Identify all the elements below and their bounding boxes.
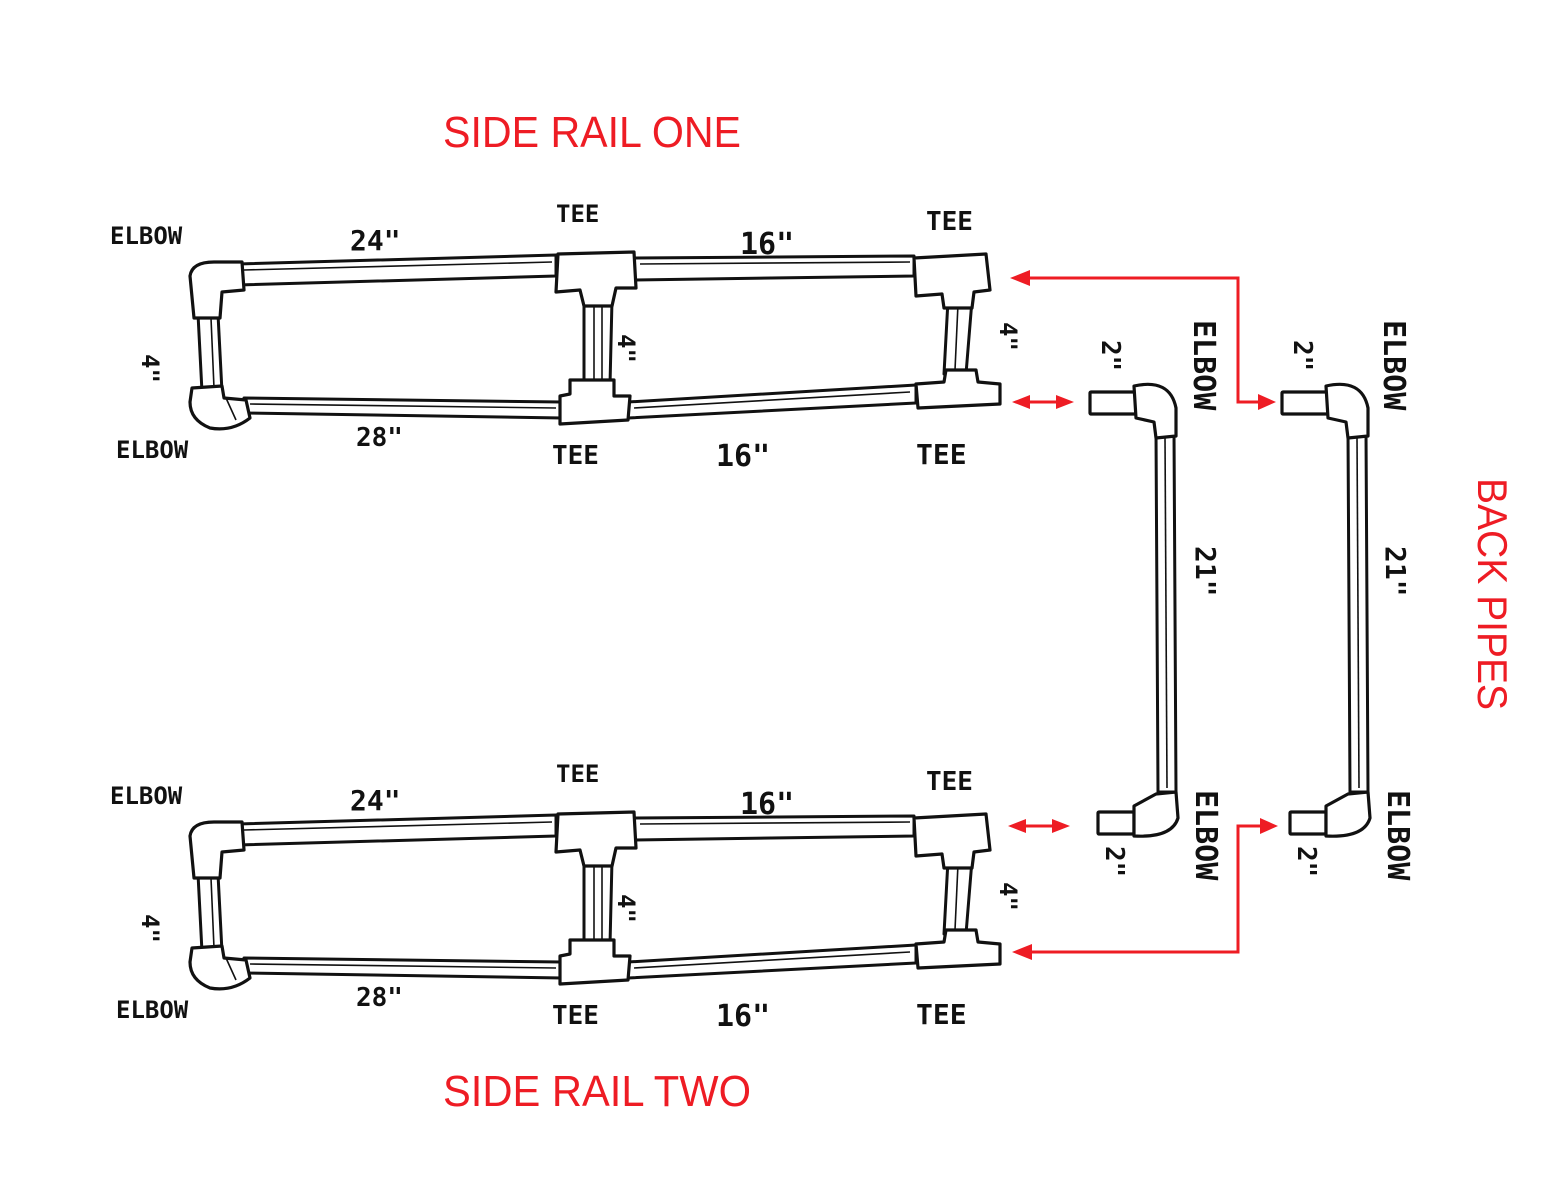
rail1-pipe-28-label: 28"	[356, 423, 403, 453]
rail2-tee-top-middle-label: TEE	[556, 760, 599, 788]
back-right-stub-top-label: 2"	[1287, 340, 1317, 371]
rail2-pipe-4-left-label: 4"	[136, 914, 164, 943]
rail1-pipe-4-left-label: 4"	[136, 354, 164, 383]
back-right-long-label: 21"	[1379, 546, 1412, 597]
rail1-tee-top-middle-label: TEE	[556, 200, 599, 228]
back-right-elbow-bottom-label: ELBOW	[1380, 790, 1415, 881]
title-back-pipes: BACK PIPES	[1469, 478, 1516, 710]
back-right-elbow-top-label: ELBOW	[1376, 320, 1411, 411]
back-left-stub-bottom-label: 2"	[1099, 846, 1129, 877]
side-rail-one: ELBOW ELBOW TEE TEE TEE TEE 24" 16" 28" …	[110, 200, 1022, 474]
rail1-pipe-4-right-label: 4"	[994, 322, 1022, 351]
arrow-rail2-bottom-to-back-right	[1012, 818, 1278, 960]
side-rail-two: ELBOW ELBOW TEE TEE TEE TEE 24" 16" 28" …	[110, 760, 1022, 1034]
rail2-elbow-top-label: ELBOW	[110, 782, 183, 810]
rail1-elbow-bottom-label: ELBOW	[116, 436, 189, 464]
back-left-elbow-top-label: ELBOW	[1186, 320, 1221, 411]
rail1-pipe-16-bottom-label: 16"	[716, 439, 770, 474]
rail1-pipe-24-label: 24"	[350, 224, 401, 257]
title-side-rail-one: SIDE RAIL ONE	[443, 108, 741, 157]
back-left-stub-top-label: 2"	[1095, 340, 1125, 371]
back-left-long-label: 21"	[1189, 546, 1222, 597]
back-left-elbow-bottom-label: ELBOW	[1188, 790, 1223, 881]
connection-arrows	[1008, 270, 1278, 960]
arrow-rail2-top-to-back-left	[1008, 819, 1070, 833]
back-right-stub-bottom-label: 2"	[1291, 846, 1321, 877]
rail1-elbow-top-label: ELBOW	[110, 222, 183, 250]
arrow-rail1-top-to-back-right	[1010, 270, 1276, 410]
rail2-tee-top-right-label: TEE	[926, 767, 973, 797]
rail2-tee-bottom-middle-label: TEE	[552, 1001, 599, 1031]
rail1-tee-bottom-right-label: TEE	[916, 438, 967, 471]
rail1-pipe-4-middle-label: 4"	[612, 334, 640, 363]
rail2-pipe-28-label: 28"	[356, 983, 403, 1013]
arrow-rail1-bottom-to-back-left	[1012, 395, 1074, 409]
title-side-rail-two: SIDE RAIL TWO	[443, 1067, 751, 1116]
rail2-pipe-16-top-label: 16"	[740, 787, 794, 822]
rail1-pipe-16-top-label: 16"	[740, 227, 794, 262]
back-pipe-assembly-left: ELBOW ELBOW 2" 2" 21"	[1088, 320, 1223, 881]
back-pipe-assembly-right: ELBOW ELBOW 2" 2" 21"	[1280, 320, 1415, 881]
rail2-pipe-4-middle-label: 4"	[612, 894, 640, 923]
rail1-tee-top-right-label: TEE	[926, 207, 973, 237]
rail2-tee-bottom-right-label: TEE	[916, 998, 967, 1031]
rail2-elbow-bottom-label: ELBOW	[116, 996, 189, 1024]
rail2-pipe-16-bottom-label: 16"	[716, 999, 770, 1034]
rail2-pipe-24-label: 24"	[350, 784, 401, 817]
rail1-tee-bottom-middle-label: TEE	[552, 441, 599, 471]
rail2-pipe-4-right-label: 4"	[994, 882, 1022, 911]
